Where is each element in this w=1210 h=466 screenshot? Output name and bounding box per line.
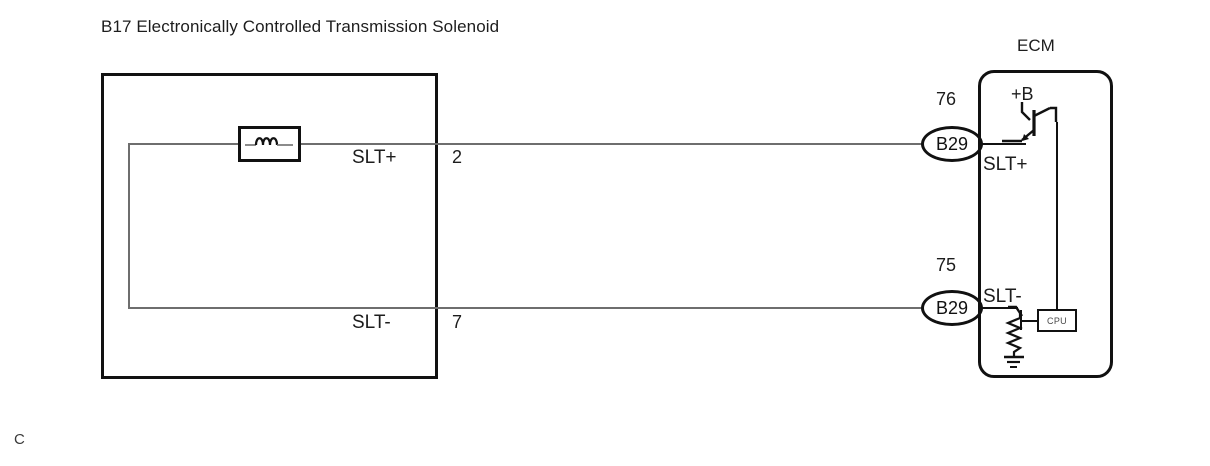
solenoid-terminal-label-sltplus: SLT+: [352, 147, 397, 168]
ground-icon: [1004, 355, 1024, 368]
ecm-label: ECM: [1017, 36, 1055, 55]
harness-wire-sltminus: [438, 307, 930, 309]
solenoid-component-box: [101, 73, 438, 379]
ecm-cpu-lead-wire: [1021, 320, 1038, 322]
ecm-power-label-plus-b: +B: [1011, 84, 1034, 104]
page-title: B17 Electronically Controlled Transmissi…: [101, 17, 500, 36]
ecm-sltminus-lead-wire: [978, 307, 1018, 309]
solenoid-terminal-label-sltminus: SLT-: [352, 312, 391, 333]
ecm-sltplus-lead-wire: [978, 143, 1026, 145]
ecm-module-box: [978, 70, 1113, 378]
solenoid-internal-wire-top: [128, 143, 240, 145]
ecm-signal-label-sltminus: SLT-: [983, 286, 1022, 307]
ecm-signal-label-sltplus: SLT+: [983, 154, 1028, 175]
cpu-block: CPU: [1037, 309, 1077, 332]
ecm-collector-bus-wire: [1056, 122, 1058, 312]
solenoid-internal-wire-bottom: [128, 307, 439, 309]
harness-wire-sltplus: [438, 143, 930, 145]
connector-b29-bottom[interactable]: B29: [921, 290, 983, 326]
connector-terminal-number-76: 76: [936, 89, 957, 109]
solenoid-internal-wire-vertical: [128, 143, 130, 309]
resistor-icon: [1005, 312, 1023, 358]
solenoid-sltplus-wire: [299, 143, 439, 145]
page-code-label: C: [14, 431, 25, 448]
solenoid-coil-box: [238, 126, 301, 162]
connector-b29-top[interactable]: B29: [921, 126, 983, 162]
transistor-icon: [1002, 102, 1058, 143]
solenoid-pin-number-2: 2: [452, 147, 463, 167]
solenoid-pin-number-7: 7: [452, 312, 463, 332]
inductor-coil-icon: [245, 137, 293, 146]
connector-terminal-number-75: 75: [936, 255, 957, 275]
